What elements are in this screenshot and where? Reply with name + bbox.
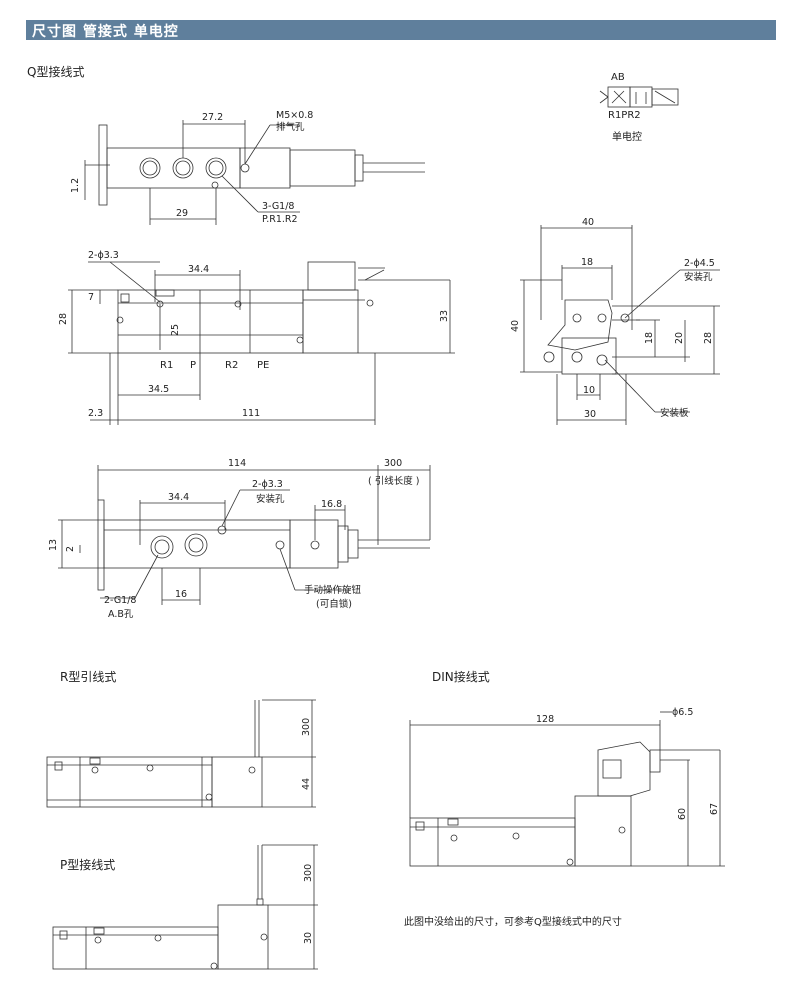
dim-34-5: 34.5 bbox=[148, 384, 169, 395]
dim-13: 13 bbox=[48, 539, 59, 551]
section-label-p-type: P型接线式 bbox=[60, 858, 116, 872]
dim-114: 114 bbox=[228, 458, 246, 469]
dim-2-3: 2.3 bbox=[88, 408, 103, 419]
symbol-ports-top: AB bbox=[611, 72, 625, 83]
dim-16-8: 16.8 bbox=[321, 499, 342, 510]
dim-25: 25 bbox=[170, 324, 181, 336]
symbol-ports-bottom: R1PR2 bbox=[608, 110, 641, 121]
dim-din-6-5: ϕ6.5 bbox=[672, 707, 693, 718]
dim-bracket-10: 10 bbox=[583, 385, 595, 396]
dim-p-30: 30 bbox=[303, 932, 314, 944]
header-banner: 尺寸图 管接式 单电控 bbox=[26, 20, 776, 40]
dim-bracket-28: 28 bbox=[703, 332, 714, 344]
q-front-view bbox=[68, 261, 455, 425]
mount-bracket-view bbox=[520, 225, 720, 425]
dim-r-44: 44 bbox=[301, 778, 312, 790]
label-mount-hole: 安装孔 bbox=[256, 493, 285, 505]
section-label-q-type: Q型接线式 bbox=[27, 65, 85, 79]
dim-16: 16 bbox=[175, 589, 187, 600]
dim-34-4: 34.4 bbox=[188, 264, 209, 275]
dim-1-2: 1.2 bbox=[70, 178, 81, 193]
symbol-caption: 单电控 bbox=[612, 130, 642, 143]
dim-27-2: 27.2 bbox=[202, 112, 223, 123]
label-lead-length: ( 引线长度 ) bbox=[368, 475, 419, 487]
reference-note: 此图中没给出的尺寸，可参考Q型接线式中的尺寸 bbox=[404, 917, 622, 928]
label-mounting-plate: 安装板 bbox=[660, 407, 689, 419]
din-type-view bbox=[409, 711, 725, 867]
dim-din-60: 60 bbox=[677, 808, 688, 820]
dim-bracket-18h: 18 bbox=[644, 332, 655, 344]
dim-33: 33 bbox=[439, 310, 450, 322]
dim-bracket-30: 30 bbox=[584, 409, 596, 420]
label-bracket-mount-hole: 安装孔 bbox=[684, 271, 713, 283]
valve-symbol bbox=[599, 86, 679, 108]
dim-28: 28 bbox=[58, 313, 69, 325]
dim-bracket-40w: 40 bbox=[582, 217, 594, 228]
label-lockable: (可自锁) bbox=[316, 598, 352, 610]
dim-din-128: 128 bbox=[536, 714, 554, 725]
label-hole-2-3-3: 2-ϕ3.3 bbox=[252, 479, 283, 490]
dim-111: 111 bbox=[242, 408, 260, 419]
dim-29: 29 bbox=[176, 208, 188, 219]
page-title: 尺寸图 管接式 单电控 bbox=[32, 24, 179, 40]
dim-bracket-40h: 40 bbox=[510, 320, 521, 332]
dim-300: 300 bbox=[384, 458, 402, 469]
q-top-view bbox=[84, 120, 425, 225]
dim-7: 7 bbox=[88, 292, 94, 303]
label-m5: M5×0.8 bbox=[276, 110, 313, 121]
port-r1: R1 bbox=[160, 360, 173, 371]
dim-r-300: 300 bbox=[301, 718, 312, 736]
port-pe: PE bbox=[257, 360, 269, 371]
dim-bracket-20: 20 bbox=[674, 332, 685, 344]
q-detail-view bbox=[58, 465, 431, 605]
label-bracket-hole: 2-ϕ4.5 bbox=[684, 258, 715, 269]
dim-34-4: 34.4 bbox=[168, 492, 189, 503]
label-ports-pr1r2: P.R1.R2 bbox=[262, 214, 298, 225]
r-type-view bbox=[46, 699, 316, 808]
label-ab-ports: A.B孔 bbox=[108, 609, 134, 620]
label-3g18: 3-G1/8 bbox=[262, 201, 294, 212]
section-label-din-type: DIN接线式 bbox=[432, 670, 490, 684]
dim-2: 2 bbox=[65, 546, 76, 552]
p-type-view bbox=[52, 844, 318, 970]
port-p: P bbox=[190, 360, 196, 371]
label-manual-knob: 手动操作旋钮 bbox=[304, 584, 362, 596]
section-label-r-type: R型引线式 bbox=[60, 670, 117, 684]
dim-bracket-18w: 18 bbox=[581, 257, 593, 268]
label-2g18: 2-G1/8 bbox=[104, 595, 136, 606]
label-hole-2-3-3: 2-ϕ3.3 bbox=[88, 250, 119, 261]
port-r2: R2 bbox=[225, 360, 238, 371]
dim-p-300: 300 bbox=[303, 864, 314, 882]
dim-din-67: 67 bbox=[709, 803, 720, 815]
label-exhaust: 排气孔 bbox=[276, 121, 305, 133]
